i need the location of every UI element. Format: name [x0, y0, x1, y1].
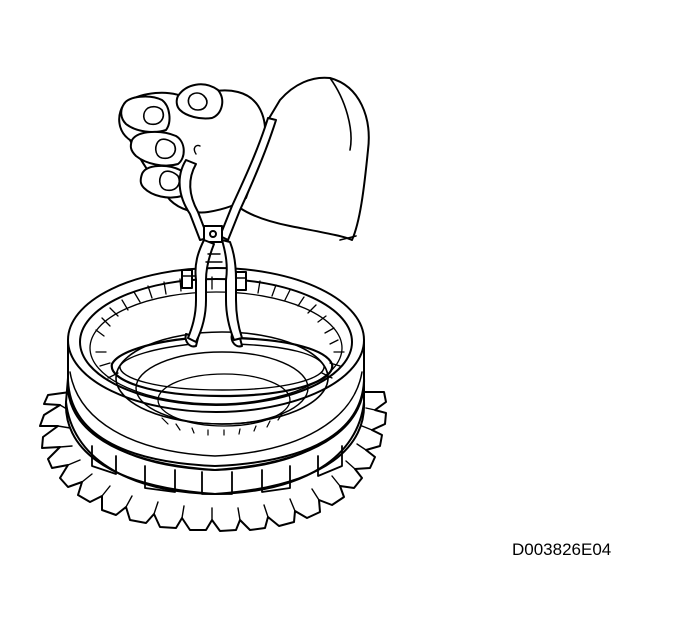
snap-ring-pliers [178, 117, 277, 343]
pliers-right-clip [235, 271, 247, 291]
gear-flange [64, 377, 366, 495]
drum-top-rim [67, 267, 365, 413]
pliers-left-jaw [187, 239, 215, 343]
finger-1 [120, 95, 171, 133]
drum-side-line [69, 371, 363, 457]
drum-bore [115, 331, 329, 436]
pliers-right-handle [219, 117, 277, 241]
snap-ring-body [110, 336, 334, 398]
pliers-pivot [203, 225, 223, 243]
pliers-left-clip [181, 269, 193, 289]
pliers-right-jaw [221, 239, 243, 341]
figure-code: D003826E04 [512, 540, 612, 559]
drum-inner-rim [79, 278, 353, 406]
gear-drum [67, 267, 365, 467]
thumb [175, 83, 224, 120]
hand [118, 76, 370, 241]
flange-notches [91, 445, 343, 495]
